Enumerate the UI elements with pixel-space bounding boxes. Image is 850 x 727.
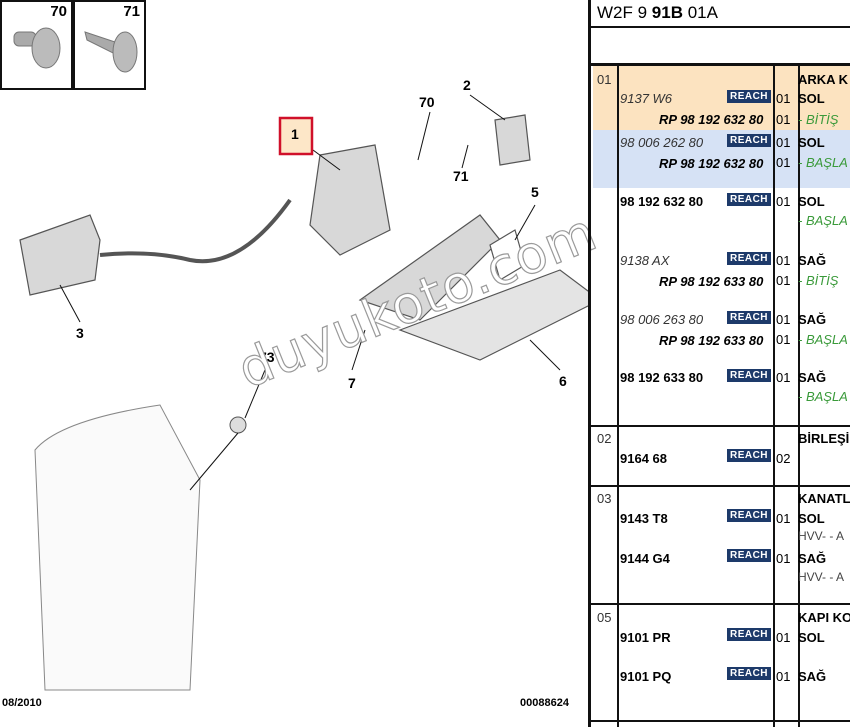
group-number: 02 bbox=[597, 431, 612, 446]
reach-badge[interactable]: REACH bbox=[727, 667, 771, 680]
diagram-date: 08/2010 bbox=[2, 697, 42, 709]
replacement-part[interactable]: RP 98 192 632 80 bbox=[659, 156, 764, 171]
quantity: 01 bbox=[776, 669, 791, 684]
group-number: 03 bbox=[597, 491, 612, 506]
quantity: 01 bbox=[776, 312, 791, 327]
quantity: 01 bbox=[776, 332, 791, 347]
part-number[interactable]: 9138 AX bbox=[620, 253, 670, 268]
reach-badge[interactable]: REACH bbox=[727, 449, 771, 462]
callout-1[interactable]: 1 bbox=[291, 126, 299, 142]
group-title: BİRLEŞİ bbox=[798, 431, 850, 446]
note: - BİTİŞ bbox=[798, 273, 839, 288]
parts-diagram: 70 71 1 2 70 71 5 3 7 6 73 duyuk bbox=[0, 0, 606, 709]
description: SAĞ bbox=[798, 370, 827, 385]
thumb-screw-70[interactable]: 70 bbox=[0, 0, 73, 90]
description: SAĞ bbox=[798, 312, 827, 327]
description: SOL bbox=[798, 630, 825, 645]
group-title: ARKA K bbox=[798, 72, 849, 87]
part-number[interactable]: 98 006 263 80 bbox=[620, 312, 704, 327]
reach-badge[interactable]: REACH bbox=[727, 134, 771, 147]
part-number[interactable]: 9101 PR bbox=[620, 630, 671, 645]
note: - BİTİŞ bbox=[798, 112, 839, 127]
panel-header: W2F 9 91B 01A bbox=[591, 0, 850, 28]
callout-5[interactable]: 5 bbox=[531, 184, 539, 200]
note: - BAŞLA bbox=[798, 389, 848, 404]
screw-icon bbox=[84, 31, 138, 73]
group-number: 05 bbox=[597, 610, 612, 625]
reach-badge[interactable]: REACH bbox=[727, 252, 771, 265]
description: SOL bbox=[798, 135, 825, 150]
quantity: 01 bbox=[776, 112, 791, 127]
row-highlight-selected bbox=[593, 66, 850, 130]
note: - BAŞLA bbox=[798, 213, 848, 228]
diagram-reference: 00088624 bbox=[520, 697, 569, 709]
description: SOL bbox=[798, 91, 825, 106]
reach-badge[interactable]: REACH bbox=[727, 193, 771, 206]
quantity: 01 bbox=[776, 194, 791, 209]
part-number[interactable]: 98 192 632 80 bbox=[620, 194, 704, 209]
quantity: 01 bbox=[776, 91, 791, 106]
description: SAĞ bbox=[798, 669, 827, 684]
thumb-number: 70 bbox=[50, 3, 67, 20]
thumb-screw-71[interactable]: 71 bbox=[73, 0, 146, 90]
row-highlight-alt bbox=[593, 130, 850, 188]
highlight-part-1 bbox=[278, 116, 314, 156]
description: SOL bbox=[798, 511, 825, 526]
quantity: 01 bbox=[776, 253, 791, 268]
part-number[interactable]: 9143 T8 bbox=[620, 511, 668, 526]
reach-badge[interactable]: REACH bbox=[727, 90, 771, 103]
note: - BAŞLA bbox=[798, 332, 848, 347]
callout-2[interactable]: 2 bbox=[463, 77, 471, 93]
note: - BAŞLA bbox=[798, 155, 848, 170]
part-5-gasket bbox=[489, 229, 526, 281]
part-number[interactable]: 98 006 262 80 bbox=[620, 135, 704, 150]
callout-73[interactable]: 73 bbox=[259, 349, 275, 365]
quantity: 01 bbox=[776, 511, 791, 526]
parts-list-panel: W2F 9 91B 01A bbox=[588, 0, 850, 727]
part-number[interactable]: 9164 68 bbox=[620, 451, 667, 466]
part-number[interactable]: 9144 G4 bbox=[620, 551, 670, 566]
replacement-part[interactable]: RP 98 192 633 80 bbox=[659, 274, 764, 289]
group-title: KAPI KO bbox=[798, 610, 850, 625]
reach-badge[interactable]: REACH bbox=[727, 509, 771, 522]
part-2-striker bbox=[494, 114, 531, 166]
quantity: 02 bbox=[776, 451, 791, 466]
reach-badge[interactable]: REACH bbox=[727, 369, 771, 382]
note: HVV- - A bbox=[798, 570, 845, 584]
part-number[interactable]: 98 192 633 80 bbox=[620, 370, 704, 385]
part-3-shape bbox=[19, 214, 101, 296]
callout-71[interactable]: 71 bbox=[453, 168, 469, 184]
door-lock-assembly-drawing bbox=[19, 94, 588, 691]
thumb-number: 71 bbox=[123, 3, 140, 20]
description: SAĞ bbox=[798, 253, 827, 268]
description: SAĞ bbox=[798, 551, 827, 566]
callout-6[interactable]: 6 bbox=[559, 373, 567, 389]
description: SOL bbox=[798, 194, 825, 209]
quantity: 01 bbox=[776, 273, 791, 288]
replacement-part[interactable]: RP 98 192 632 80 bbox=[659, 112, 764, 127]
group-number: 01 bbox=[597, 72, 612, 87]
callout-3[interactable]: 3 bbox=[76, 325, 84, 341]
quantity: 01 bbox=[776, 630, 791, 645]
quantity: 01 bbox=[776, 135, 791, 150]
part-6-handle bbox=[398, 269, 588, 361]
quantity: 01 bbox=[776, 551, 791, 566]
part-1-lock bbox=[309, 144, 391, 256]
callout-7[interactable]: 7 bbox=[348, 375, 356, 391]
part-number[interactable]: 9137 W6 bbox=[620, 91, 673, 106]
part-number[interactable]: 9101 PQ bbox=[620, 669, 672, 684]
screw-icon bbox=[13, 27, 61, 69]
group-title: KANATL bbox=[798, 491, 850, 506]
quantity: 01 bbox=[776, 155, 791, 170]
replacement-part[interactable]: RP 98 192 633 80 bbox=[659, 333, 764, 348]
reach-badge[interactable]: REACH bbox=[727, 628, 771, 641]
quantity: 01 bbox=[776, 370, 791, 385]
reach-badge[interactable]: REACH bbox=[727, 311, 771, 324]
note: HVV- - A bbox=[798, 529, 845, 543]
reach-badge[interactable]: REACH bbox=[727, 549, 771, 562]
callout-70[interactable]: 70 bbox=[419, 94, 435, 110]
